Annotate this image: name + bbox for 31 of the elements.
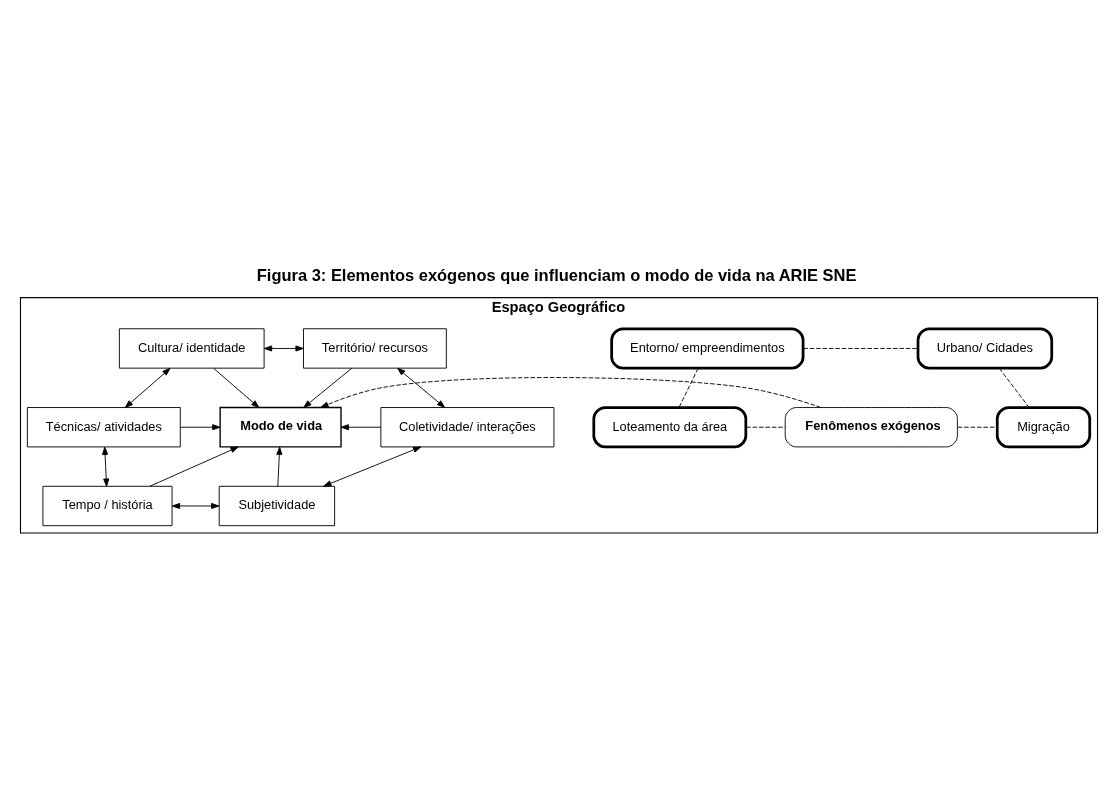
- node-box: Tempo / história: [42, 485, 173, 527]
- arrow: [397, 367, 446, 408]
- connector: [678, 367, 699, 408]
- arrow: [340, 424, 382, 431]
- arrow: [149, 446, 239, 487]
- connector: [957, 426, 998, 428]
- connector: [802, 348, 919, 349]
- arrow: [303, 367, 353, 408]
- node-box: Modo de vida: [219, 406, 342, 448]
- node-box: Fenômenos exógenos: [784, 407, 958, 448]
- arrow: [124, 367, 171, 408]
- node-box: Coletividade/ interações: [380, 407, 555, 448]
- node-box: Migração: [995, 406, 1092, 449]
- node-box: Técnicas/ atividades: [26, 407, 181, 448]
- node-box: Urbano/ Cidades: [916, 327, 1054, 370]
- arrow: [263, 345, 304, 352]
- arrow: [180, 424, 221, 431]
- node-box: Cultura/ identidade: [118, 328, 265, 369]
- arrow: [276, 446, 283, 487]
- connector: [745, 426, 786, 428]
- arrow: [323, 446, 422, 487]
- node-box: Território/ recursos: [303, 328, 447, 369]
- arrow: [320, 377, 822, 408]
- arrow: [102, 446, 110, 487]
- diagram-title: Figura 3: Elementos exógenos que influenciam o modo de vida na ARIE SNE: [256, 265, 857, 284]
- node-box: Subjetividade: [218, 485, 336, 527]
- connector: [998, 367, 1030, 408]
- node-box: Loteamento da área: [592, 406, 748, 449]
- arrow: [213, 367, 260, 408]
- arrow: [171, 502, 220, 509]
- node-box: Entorno/ empreendimentos: [610, 327, 805, 370]
